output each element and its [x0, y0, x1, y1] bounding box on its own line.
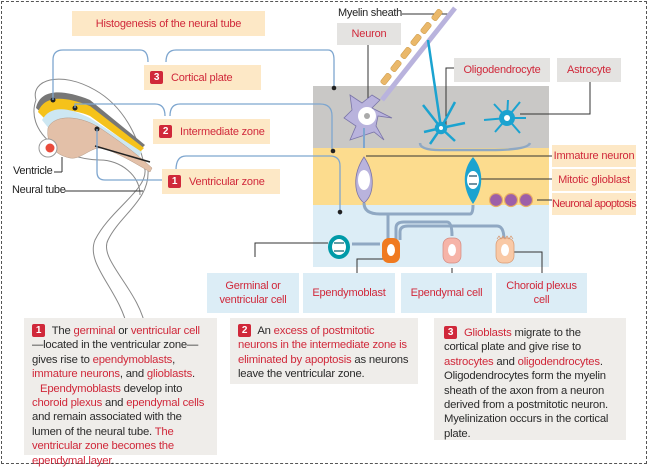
note-text-segment: migrate to the cortical plate and give r… — [444, 327, 581, 354]
neuronal-apoptosis-label: Neuronal apoptosis — [552, 193, 637, 215]
zone-number-badge: 2 — [159, 125, 172, 138]
highlighted-term: ependymoblasts — [92, 353, 173, 366]
ependymoblast-cell — [382, 238, 400, 263]
germinal-cell-label-line1: Germinal or — [225, 280, 281, 292]
highlighted-term: excess of postmitotic neurons in the int… — [238, 325, 407, 366]
note-text-segment: and — [493, 355, 518, 368]
note-text-segment: . — [111, 454, 115, 467]
oligodendrocyte-cell — [422, 39, 466, 145]
highlighted-term: choroid plexus — [32, 397, 103, 410]
germinal-cell — [328, 235, 350, 259]
note-text-segment: and remain associated with the lumen of … — [32, 411, 182, 438]
note-text-segment: , — [172, 353, 176, 366]
apoptotic-neurons — [488, 192, 534, 208]
note-number-badge: 2 — [238, 324, 251, 337]
myelinated-axon — [380, 6, 457, 102]
zone-label-ventricular-zone: 1 Ventricular zone — [162, 169, 280, 194]
note-text-segment: . — [192, 368, 195, 381]
highlighted-term: ependymal cells — [126, 397, 205, 410]
highlighted-term: astrocytes — [444, 355, 494, 368]
note-text-segment: and — [102, 397, 127, 410]
note-number-badge: 1 — [32, 324, 45, 337]
highlighted-term: ventricular cell — [130, 325, 200, 337]
zone-label-text: Intermediate zone — [180, 125, 265, 138]
note-text: An excess of postmitotic neurons in the … — [238, 325, 409, 381]
ependymal-cell-label: Ependymal cell — [401, 273, 492, 313]
choroid-plexus-cell-label: Choroid plexus cell — [496, 273, 587, 313]
highlighted-term: The ventricular zone becomes the ependym… — [32, 425, 174, 467]
note-text-continued: Ependymoblasts develop into choroid plex… — [32, 383, 204, 467]
note-number-badge: 3 — [444, 326, 457, 339]
note-text-segment: An — [255, 325, 274, 337]
note-text-segment: or — [115, 325, 131, 337]
migration-arrows — [352, 202, 506, 246]
highlighted-term: Ependymoblasts — [40, 382, 121, 395]
oligodendrocyte-label: Oligodendrocyte — [454, 58, 550, 82]
zone-label-intermediate-zone: 2 Intermediate zone — [153, 119, 270, 144]
germinal-cell-label: Germinal or ventricular cell — [207, 273, 299, 313]
immature-neuron-cell — [355, 156, 373, 204]
highlighted-term: glioblasts — [146, 368, 193, 381]
mitotic-glioblast-label: Mitotic glioblast — [552, 169, 636, 191]
neural-tube-drawing — [33, 78, 149, 331]
note-text-segment: as neurons leave the ventricular zone. — [238, 353, 409, 381]
mitotic-glioblast-cell — [464, 157, 482, 204]
zone-connector-lines — [52, 49, 341, 215]
immature-neuron-label: Immature neuron — [552, 145, 636, 167]
zone-number-badge: 1 — [168, 175, 181, 188]
ependymoblast-label: Ependymoblast — [303, 273, 395, 313]
note-text: Glioblasts migrate to the cortical plate… — [444, 327, 608, 440]
neuron-label: Neuron — [337, 23, 401, 45]
choroid-plexus-label-line1: Choroid plexus — [506, 280, 577, 292]
note-text-segment: . Oligodendrocytes form the myelin sheat… — [444, 355, 609, 440]
note-cortical-plate: 3 Glioblasts migrate to the cortical pla… — [434, 318, 626, 440]
highlighted-term: oligodendrocytes — [517, 355, 600, 368]
astrocyte-label: Astrocyte — [557, 58, 621, 82]
highlighted-term: Glioblasts — [463, 327, 512, 339]
note-text-segment: —located in the ventricular zone—gives r… — [32, 339, 199, 366]
zone-label-text: Cortical plate — [171, 71, 233, 84]
choroid-plexus-cell — [495, 235, 515, 264]
neural-tube-label: Neural tube — [12, 184, 66, 196]
note-text-segment: , and — [119, 368, 147, 381]
note-ventricular-zone: 1 The germinal or ventricular cell —locat… — [24, 318, 217, 467]
note-text-segment: The — [49, 325, 74, 337]
note-intermediate-zone: 2 An excess of postmitotic neurons in th… — [230, 318, 418, 384]
ventricle-label: Ventricle — [13, 165, 53, 177]
zone-number-badge: 3 — [150, 71, 163, 84]
zone-label-cortical-plate: 3 Cortical plate — [144, 65, 261, 90]
neuron-cell — [343, 94, 393, 141]
myelin-sheath-label: Myelin sheath — [338, 7, 402, 19]
choroid-plexus-label-line2: cell — [533, 294, 550, 306]
ependymal-cell — [442, 237, 462, 264]
highlighted-term: immature neurons — [32, 368, 120, 381]
leader-lines — [54, 13, 591, 275]
highlighted-term: germinal — [73, 325, 116, 337]
note-text-segment: develop into — [120, 382, 183, 395]
zone-label-text: Ventricular zone — [189, 175, 265, 188]
germinal-cell-label-line2: ventricular cell — [219, 294, 287, 306]
diagram-title: Histogenesis of the neural tube — [72, 11, 265, 36]
note-text: The germinal or ventricular cell —located… — [32, 325, 200, 380]
